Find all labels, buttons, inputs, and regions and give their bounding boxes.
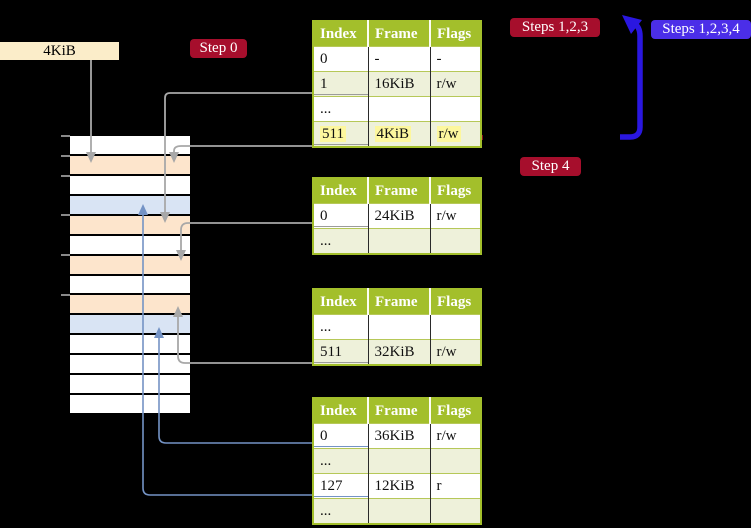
table-row: ... <box>313 498 481 524</box>
cell-frame <box>368 228 431 254</box>
badge-step4: Step 4 <box>520 157 581 176</box>
col-header-frame: Frame <box>368 289 431 315</box>
table-row: 0 - - <box>313 46 481 72</box>
col-header-index: Index <box>313 398 369 424</box>
cell-frame: 36KiB <box>368 423 431 449</box>
address-tick-marks <box>61 135 70 296</box>
memory-frame <box>70 136 190 154</box>
cell-frame <box>368 96 431 122</box>
page-size-label: 4KiB <box>43 43 76 59</box>
table-row: 0 24KiB r/w <box>313 203 481 229</box>
cell-index: 511 <box>313 121 369 147</box>
cell-flags: r/w <box>430 71 481 97</box>
table-header-row: Index Frame Flags <box>313 289 481 315</box>
memory-frame-highlight <box>70 255 190 274</box>
memory-frame <box>70 235 190 254</box>
table-row-highlighted: 511 4KiB r/w <box>313 121 481 147</box>
memory-frame-highlight <box>70 155 190 174</box>
connector-entry511-to-32kib <box>177 317 316 364</box>
memory-frame <box>70 395 190 413</box>
cell-flags: r/w <box>430 203 481 229</box>
memory-frame <box>70 355 190 374</box>
col-header-index: Index <box>313 21 369 47</box>
cell-index: ... <box>313 96 369 122</box>
cell-flags <box>430 96 481 122</box>
col-header-flags: Flags <box>430 21 481 47</box>
page-table-third: Index Frame Flags ... 511 32KiB r/w <box>312 288 482 366</box>
memory-frame-highlight <box>70 195 190 214</box>
col-header-flags: Flags <box>430 178 481 204</box>
col-header-flags: Flags <box>430 289 481 315</box>
steps-loop-arrowhead <box>622 15 642 34</box>
cell-flags: r/w <box>430 121 481 147</box>
cell-frame <box>368 448 431 474</box>
cell-index: ... <box>313 314 369 340</box>
table-row: 1 16KiB r/w <box>313 71 481 97</box>
cell-index: ... <box>313 448 369 474</box>
badge-steps123: Steps 1,2,3 <box>510 18 600 37</box>
cell-flags: r <box>430 473 481 499</box>
cell-index: 511 <box>313 339 369 365</box>
table-row: ... <box>313 448 481 474</box>
cell-frame: 16KiB <box>368 71 431 97</box>
cell-frame: 4KiB <box>368 121 431 147</box>
memory-frame <box>70 335 190 354</box>
table-header-row: Index Frame Flags <box>313 398 481 424</box>
memory-frame <box>70 375 190 394</box>
cell-flags: - <box>430 46 481 72</box>
highlighted-value: r/w <box>436 125 461 142</box>
col-header-frame: Frame <box>368 21 431 47</box>
page-table-bottom: Index Frame Flags 0 36KiB r/w ... 127 12… <box>312 397 482 525</box>
table-row: ... <box>313 96 481 122</box>
cell-flags <box>430 448 481 474</box>
badge-step0: Step 0 <box>190 39 247 58</box>
table-row: 0 36KiB r/w <box>313 423 481 449</box>
col-header-index: Index <box>313 178 369 204</box>
cell-flags: r/w <box>430 423 481 449</box>
cell-index: 0 <box>313 423 369 449</box>
cell-index: ... <box>313 498 369 524</box>
cell-frame: 32KiB <box>368 339 431 365</box>
memory-frame-highlight <box>70 295 190 314</box>
table-row: ... <box>313 228 481 254</box>
table-row: 511 32KiB r/w <box>313 339 481 365</box>
connector-entry511-to-4kib <box>173 145 316 152</box>
cell-frame: 12KiB <box>368 473 431 499</box>
cell-frame: - <box>368 46 431 72</box>
highlighted-value: 511 <box>320 125 346 142</box>
page-table-second: Index Frame Flags 0 24KiB r/w ... <box>312 177 482 255</box>
page-table-top: Index Frame Flags 0 - - 1 16KiB r/w ... … <box>312 20 482 148</box>
table-header-row: Index Frame Flags <box>313 21 481 47</box>
cell-flags <box>430 314 481 340</box>
table-row: ... <box>313 314 481 340</box>
cell-index: 127 <box>313 473 369 499</box>
cell-frame <box>368 314 431 340</box>
table-header-row: Index Frame Flags <box>313 178 481 204</box>
cell-flags: r/w <box>430 339 481 365</box>
col-header-index: Index <box>313 289 369 315</box>
cell-flags <box>430 498 481 524</box>
memory-frame <box>70 275 190 294</box>
col-header-frame: Frame <box>368 178 431 204</box>
table-row: 127 12KiB r <box>313 473 481 499</box>
cell-index: 0 <box>313 203 369 229</box>
col-header-flags: Flags <box>430 398 481 424</box>
cell-index: ... <box>313 228 369 254</box>
cell-index: 1 <box>313 71 369 97</box>
memory-frame-highlight <box>70 315 190 334</box>
cell-index: 0 <box>313 46 369 72</box>
connector-entry0-to-24kib <box>180 222 316 250</box>
memory-frame-highlight <box>70 215 190 234</box>
steps-loop-arrow <box>620 20 643 140</box>
cell-frame <box>368 498 431 524</box>
badge-steps1234: Steps 1,2,3,4 <box>651 20 751 39</box>
cell-flags <box>430 228 481 254</box>
highlighted-value: 4KiB <box>374 125 412 142</box>
cell-frame: 24KiB <box>368 203 431 229</box>
memory-frame <box>70 175 190 194</box>
page-size-box: 4KiB <box>0 42 119 60</box>
col-header-frame: Frame <box>368 398 431 424</box>
physical-memory-strip <box>70 136 190 413</box>
